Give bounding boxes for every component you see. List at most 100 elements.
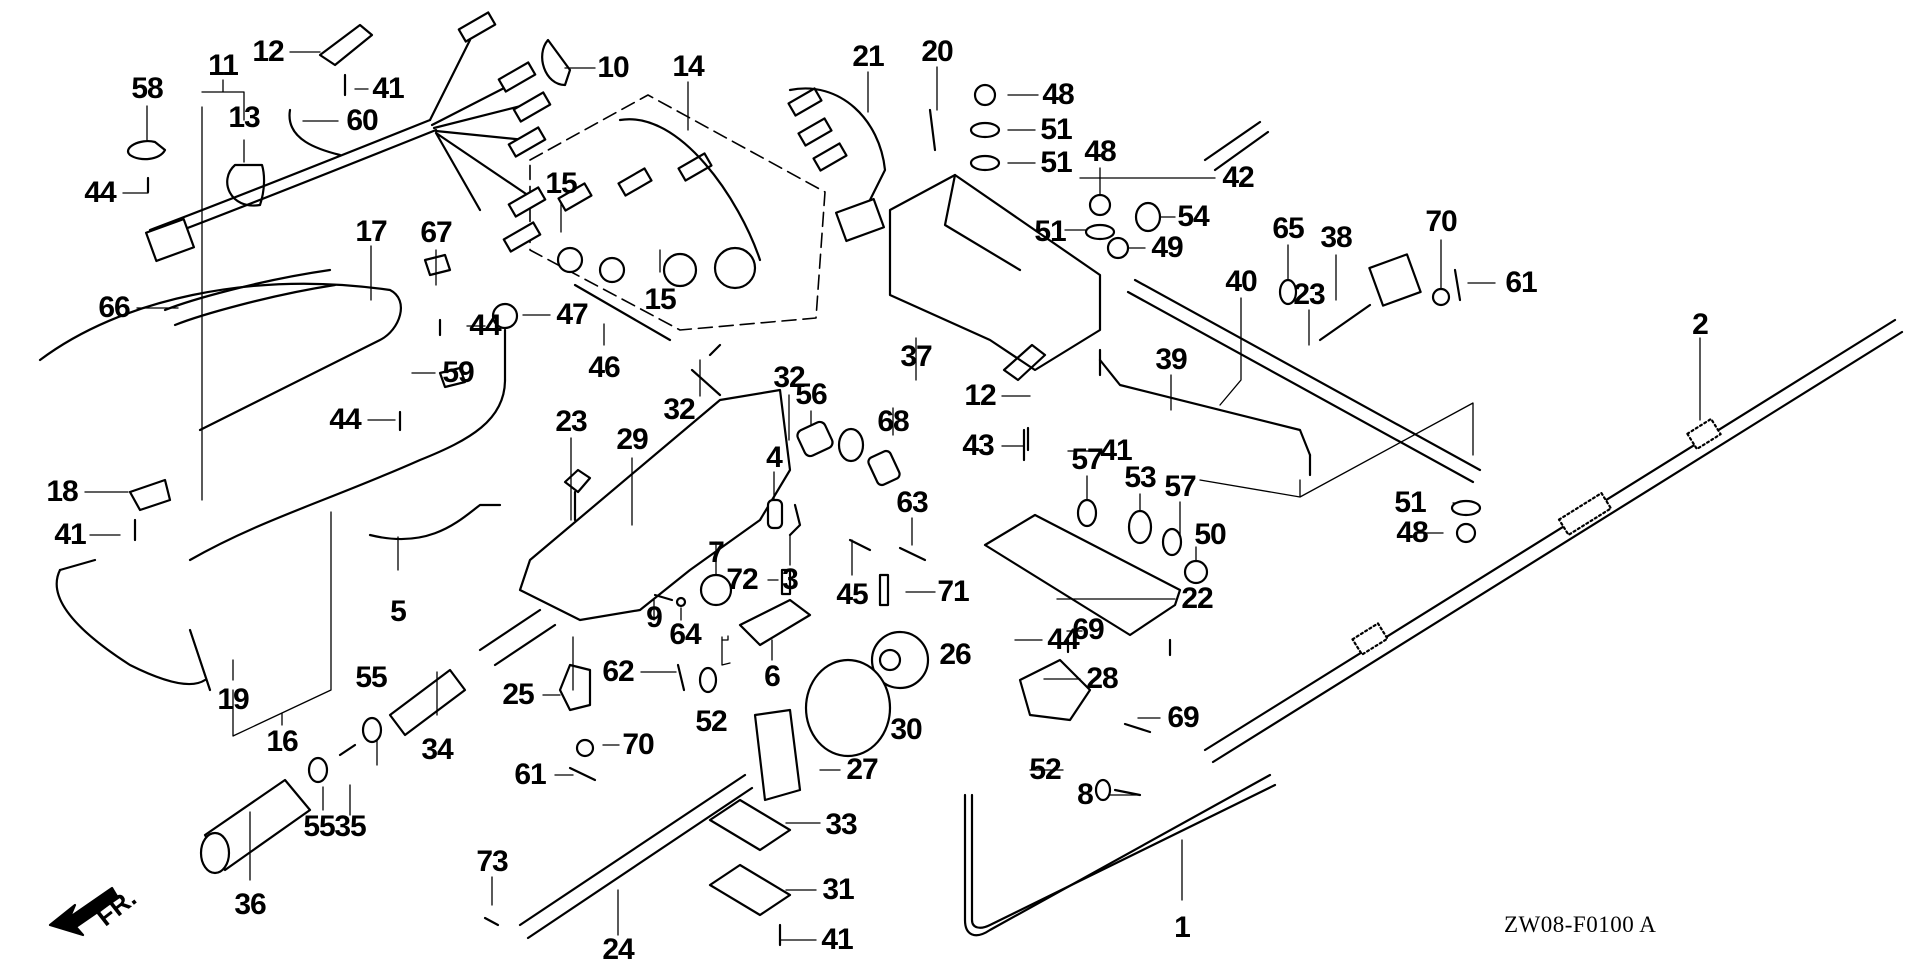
collar-68: [867, 449, 901, 487]
callout-2[interactable]: 2: [1692, 308, 1709, 341]
callout-29[interactable]: 29: [616, 423, 648, 456]
callout-21[interactable]: 21: [852, 40, 884, 73]
callout-30[interactable]: 30: [890, 713, 922, 746]
callout-55-lower[interactable]: 55: [303, 810, 335, 843]
callout-44-upper[interactable]: 44: [84, 176, 116, 209]
callout-40[interactable]: 40: [1225, 265, 1257, 298]
callout-48-upper[interactable]: 48: [1042, 78, 1074, 111]
callout-59[interactable]: 59: [442, 356, 474, 389]
callout-61-upper[interactable]: 61: [1505, 266, 1537, 299]
callout-4[interactable]: 4: [766, 441, 783, 474]
callout-73[interactable]: 73: [476, 845, 508, 878]
callout-13[interactable]: 13: [228, 101, 260, 134]
link-4: [766, 498, 784, 530]
plate-22: [983, 513, 1182, 637]
callout-18[interactable]: 18: [46, 475, 78, 508]
callout-44-harness[interactable]: 44: [469, 309, 501, 342]
clamp-59: [438, 366, 467, 389]
callout-61-lower[interactable]: 61: [514, 758, 546, 791]
callout-31[interactable]: 31: [822, 873, 854, 906]
callout-51-d[interactable]: 51: [1394, 486, 1426, 519]
callout-50[interactable]: 50: [1194, 518, 1226, 551]
callout-7[interactable]: 7: [708, 536, 725, 569]
callout-69-upper[interactable]: 69: [1072, 613, 1104, 646]
callout-49[interactable]: 49: [1151, 231, 1183, 264]
callout-70-upper[interactable]: 70: [1425, 205, 1457, 238]
nut-70b: [575, 738, 595, 758]
callout-12-upper[interactable]: 12: [252, 35, 284, 68]
callout-52-upper[interactable]: 52: [695, 705, 727, 738]
callout-58[interactable]: 58: [131, 72, 163, 105]
callout-32-tiller[interactable]: 32: [663, 393, 695, 426]
callout-17[interactable]: 17: [355, 215, 387, 248]
callout-57-b[interactable]: 57: [1164, 470, 1196, 503]
callout-66[interactable]: 66: [98, 291, 130, 324]
callout-67[interactable]: 67: [420, 216, 452, 249]
callout-46[interactable]: 46: [588, 351, 620, 384]
callout-37[interactable]: 37: [900, 340, 932, 373]
callout-41-lower[interactable]: 41: [821, 923, 853, 956]
callout-70-lower[interactable]: 70: [622, 728, 654, 761]
callout-9[interactable]: 9: [646, 601, 663, 634]
callout-48-middle[interactable]: 48: [1084, 135, 1116, 168]
callout-10[interactable]: 10: [597, 51, 629, 84]
callout-43[interactable]: 43: [962, 429, 994, 462]
nut-48b: [1088, 193, 1112, 217]
callout-53[interactable]: 53: [1124, 461, 1156, 494]
callout-36[interactable]: 36: [234, 888, 266, 921]
callout-54[interactable]: 54: [1177, 200, 1209, 233]
callout-33[interactable]: 33: [825, 808, 857, 841]
callout-3[interactable]: 3: [782, 563, 799, 596]
callout-5[interactable]: 5: [390, 595, 407, 628]
callout-41-left[interactable]: 41: [54, 518, 86, 551]
callout-15-upper[interactable]: 15: [545, 167, 577, 200]
callout-14[interactable]: 14: [672, 50, 704, 83]
callout-69-lower[interactable]: 69: [1167, 701, 1199, 734]
callout-19[interactable]: 19: [217, 683, 249, 716]
callout-72[interactable]: 72: [726, 563, 758, 596]
callout-39[interactable]: 39: [1155, 343, 1187, 376]
callout-41-middle[interactable]: 41: [1100, 434, 1132, 467]
callout-51-c[interactable]: 51: [1034, 215, 1066, 248]
callout-25[interactable]: 25: [502, 678, 534, 711]
callout-48-lower[interactable]: 48: [1396, 516, 1428, 549]
callout-47[interactable]: 47: [556, 298, 588, 331]
callout-8[interactable]: 8: [1077, 778, 1094, 811]
callout-63[interactable]: 63: [896, 486, 928, 519]
callout-16[interactable]: 16: [266, 725, 298, 758]
callout-68[interactable]: 68: [877, 405, 909, 438]
callout-22[interactable]: 22: [1181, 582, 1213, 615]
callout-23-tiller[interactable]: 23: [555, 405, 587, 438]
callout-64[interactable]: 64: [669, 618, 701, 651]
callout-55-upper[interactable]: 55: [355, 661, 387, 694]
callout-42[interactable]: 42: [1222, 161, 1254, 194]
callout-38[interactable]: 38: [1320, 221, 1352, 254]
callout-26[interactable]: 26: [939, 638, 971, 671]
callout-41-upper[interactable]: 41: [372, 72, 404, 105]
callout-11[interactable]: 11: [208, 49, 239, 82]
callout-15-lower[interactable]: 15: [644, 283, 676, 316]
callout-51-a[interactable]: 51: [1040, 113, 1072, 146]
callout-60[interactable]: 60: [346, 104, 378, 137]
callout-28[interactable]: 28: [1086, 662, 1118, 695]
callout-23-friction[interactable]: 23: [1293, 278, 1325, 311]
callout-27[interactable]: 27: [846, 753, 878, 786]
callout-62[interactable]: 62: [602, 655, 634, 688]
callout-34[interactable]: 34: [421, 733, 453, 766]
callout-52-lower[interactable]: 52: [1029, 753, 1061, 786]
callout-45[interactable]: 45: [836, 578, 868, 611]
callout-24[interactable]: 24: [602, 933, 634, 959]
callout-56[interactable]: 56: [795, 378, 827, 411]
callout-1[interactable]: 1: [1174, 911, 1191, 944]
callout-20[interactable]: 20: [921, 35, 953, 68]
callout-44-plate[interactable]: 44: [1047, 623, 1079, 656]
callout-32-bushing[interactable]: 32: [773, 361, 805, 394]
callout-51-b[interactable]: 51: [1040, 146, 1072, 179]
callout-65[interactable]: 65: [1272, 212, 1304, 245]
callout-44-middle[interactable]: 44: [329, 403, 361, 436]
callout-57-a[interactable]: 57: [1071, 443, 1103, 476]
callout-12-lower[interactable]: 12: [964, 379, 996, 412]
callout-6[interactable]: 6: [764, 660, 781, 693]
callout-71[interactable]: 71: [937, 575, 969, 608]
callout-35[interactable]: 35: [334, 810, 366, 843]
